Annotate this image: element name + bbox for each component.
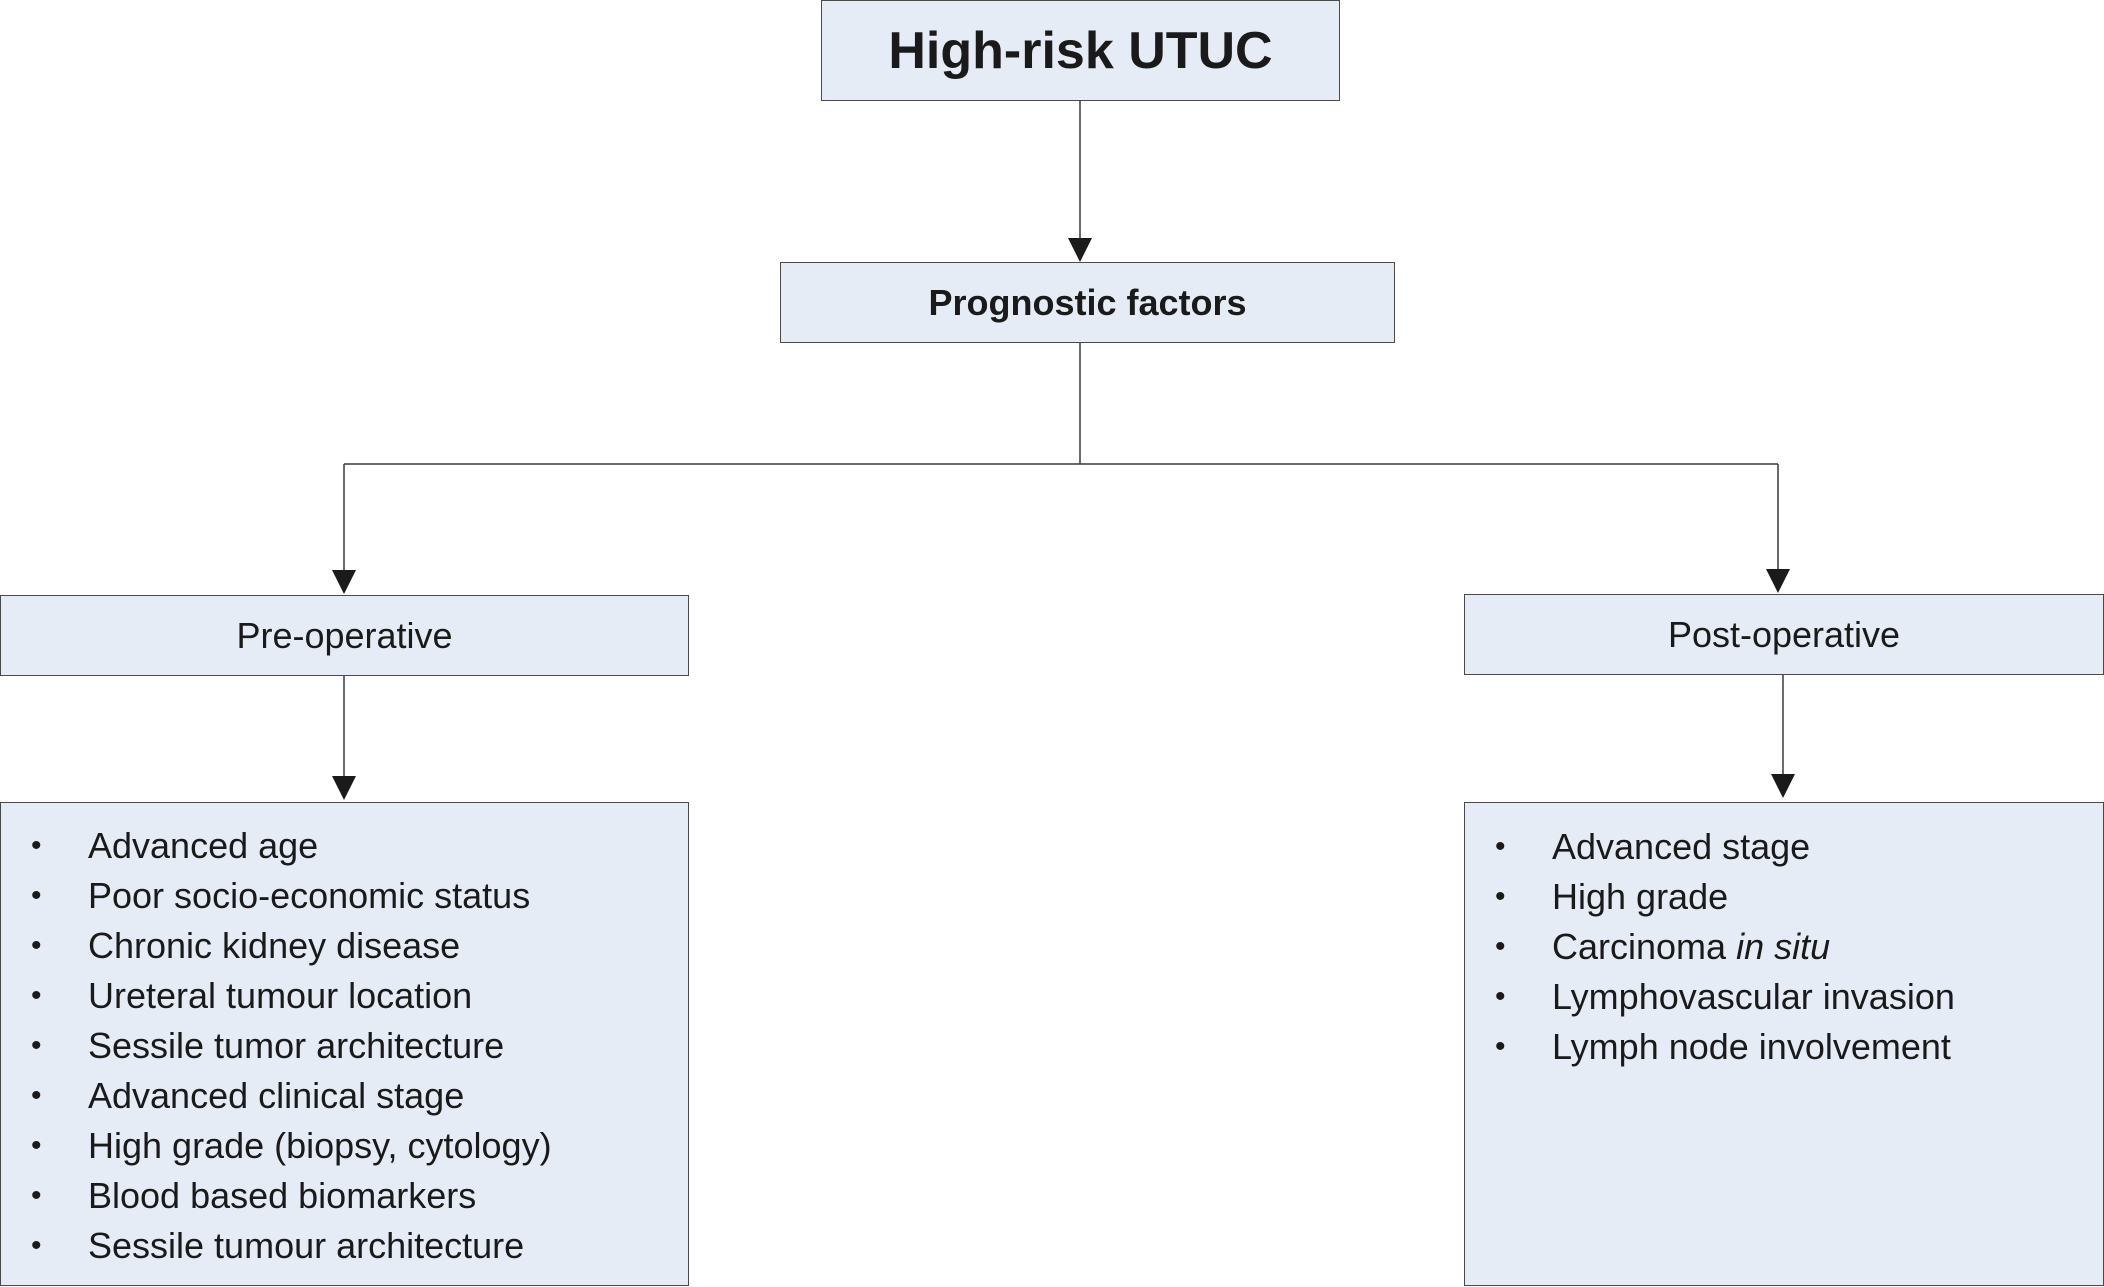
pre-operative-factors-list-box: • Advanced age • Poor socio-economic statu…	[0, 802, 689, 1286]
prognostic-factors-label: Prognostic factors	[928, 281, 1247, 323]
arrowhead-post-list	[1771, 774, 1795, 798]
title-box: High-risk UTUC	[821, 0, 1340, 101]
list-item-text: Lymph node involvement	[1552, 1026, 1951, 1067]
list-item: • Advanced stage	[1465, 822, 2103, 872]
list-item-text: High grade (biopsy, cytology)	[88, 1125, 552, 1166]
list-item: • Chronic kidney disease	[1, 921, 688, 971]
list-item: • Carcinoma in situ	[1465, 922, 2103, 972]
arrowhead-post-operative	[1766, 569, 1790, 593]
bullet-icon: •	[31, 979, 42, 1012]
diagram-title: High-risk UTUC	[888, 21, 1273, 80]
list-item-text: Carcinoma	[1552, 926, 1727, 967]
list-item: • Sessile tumour architecture	[1, 1221, 688, 1271]
list-item: • Advanced age	[1, 821, 688, 871]
post-operative-label: Post-operative	[1667, 613, 1901, 655]
arrowhead-pre-operative	[332, 570, 356, 594]
arrowhead-pre-list	[332, 776, 356, 800]
list-item: • High grade	[1465, 872, 2103, 922]
bullet-icon: •	[31, 879, 42, 912]
bullet-icon: •	[31, 1129, 42, 1162]
list-item: • Lymph node involvement	[1465, 1022, 2103, 1072]
bullet-icon: •	[1495, 830, 1506, 863]
list-item: • Sessile tumor architecture	[1, 1021, 688, 1071]
bullet-icon: •	[1495, 980, 1506, 1013]
list-item-text: Poor socio-economic status	[88, 875, 531, 916]
list-item-text: Advanced stage	[1552, 826, 1811, 867]
bullet-icon: •	[31, 829, 42, 862]
list-item-text: Ureteral tumour location	[88, 975, 473, 1016]
bullet-icon: •	[31, 1029, 42, 1062]
pre-operative-factors-list: • Advanced age • Poor socio-economic statu…	[1, 821, 688, 1271]
prognostic-factors-box: Prognostic factors	[780, 262, 1395, 343]
bullet-icon: •	[1495, 880, 1506, 913]
list-item-italic-text: in situ	[1736, 926, 1831, 967]
list-item: • Poor socio-economic status	[1, 871, 688, 921]
post-operative-factors-list-box: • Advanced stage • High grade • Carcinoma i…	[1464, 802, 2104, 1286]
list-item-text: Blood based biomarkers	[88, 1175, 477, 1216]
list-item-text: Sessile tumour architecture	[88, 1225, 525, 1266]
list-item: • Advanced clinical stage	[1, 1071, 688, 1121]
bullet-icon: •	[1495, 930, 1506, 963]
list-item: • High grade (biopsy, cytology)	[1, 1121, 688, 1171]
list-item-text: Chronic kidney disease	[88, 925, 461, 966]
list-item: • Ureteral tumour location	[1, 971, 688, 1021]
bullet-icon: •	[31, 929, 42, 962]
list-item: • Blood based biomarkers	[1, 1171, 688, 1221]
bullet-icon: •	[31, 1079, 42, 1112]
list-item-text: Lymphovascular invasion	[1552, 976, 1955, 1017]
list-item-text: Advanced age	[88, 825, 319, 866]
pre-operative-label: Pre-operative	[236, 614, 453, 656]
pre-operative-box: Pre-operative	[0, 595, 689, 676]
list-item-text: Sessile tumor architecture	[88, 1025, 505, 1066]
post-operative-factors-list: • Advanced stage • High grade • Carcinoma i…	[1465, 822, 2103, 1072]
post-operative-box: Post-operative	[1464, 594, 2104, 675]
arrowhead-prognostic	[1068, 238, 1092, 262]
list-item-text: High grade	[1552, 876, 1729, 917]
list-item: • Lymphovascular invasion	[1465, 972, 2103, 1022]
bullet-icon: •	[31, 1179, 42, 1212]
bullet-icon: •	[31, 1229, 42, 1262]
list-item-text: Advanced clinical stage	[88, 1075, 465, 1116]
bullet-icon: •	[1495, 1030, 1506, 1063]
